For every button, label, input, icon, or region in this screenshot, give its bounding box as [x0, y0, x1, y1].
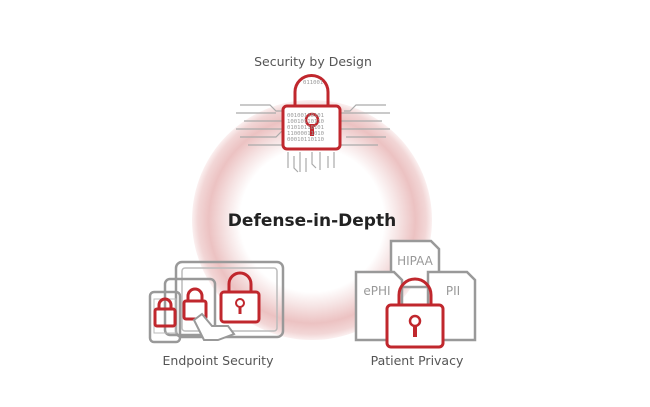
- doc-label-hipaa: HIPAA: [397, 254, 434, 268]
- doc-label-ephi: ePHI: [363, 284, 390, 298]
- binary-row: 11000011010: [287, 131, 324, 137]
- endpoint-security-label: Endpoint Security: [163, 353, 275, 368]
- binary-row: 01010110101: [287, 125, 324, 131]
- binary-row: 011001: [303, 80, 323, 86]
- security-by-design-label: Security by Design: [254, 54, 372, 69]
- binary-lock-icon: 011001 00100110101 10010110110 010101101…: [236, 74, 390, 173]
- doc-label-pii: PII: [446, 284, 460, 298]
- binary-row: 00100110101: [287, 113, 324, 119]
- center-label: Defense-in-Depth: [228, 211, 396, 231]
- devices-lock-icon: [148, 260, 285, 344]
- binary-row: 10010110110: [287, 119, 324, 125]
- binary-row: 00010110110: [287, 137, 324, 143]
- patient-privacy-label: Patient Privacy: [371, 353, 464, 368]
- documents-lock-icon: HIPAA ePHI PII: [354, 239, 477, 349]
